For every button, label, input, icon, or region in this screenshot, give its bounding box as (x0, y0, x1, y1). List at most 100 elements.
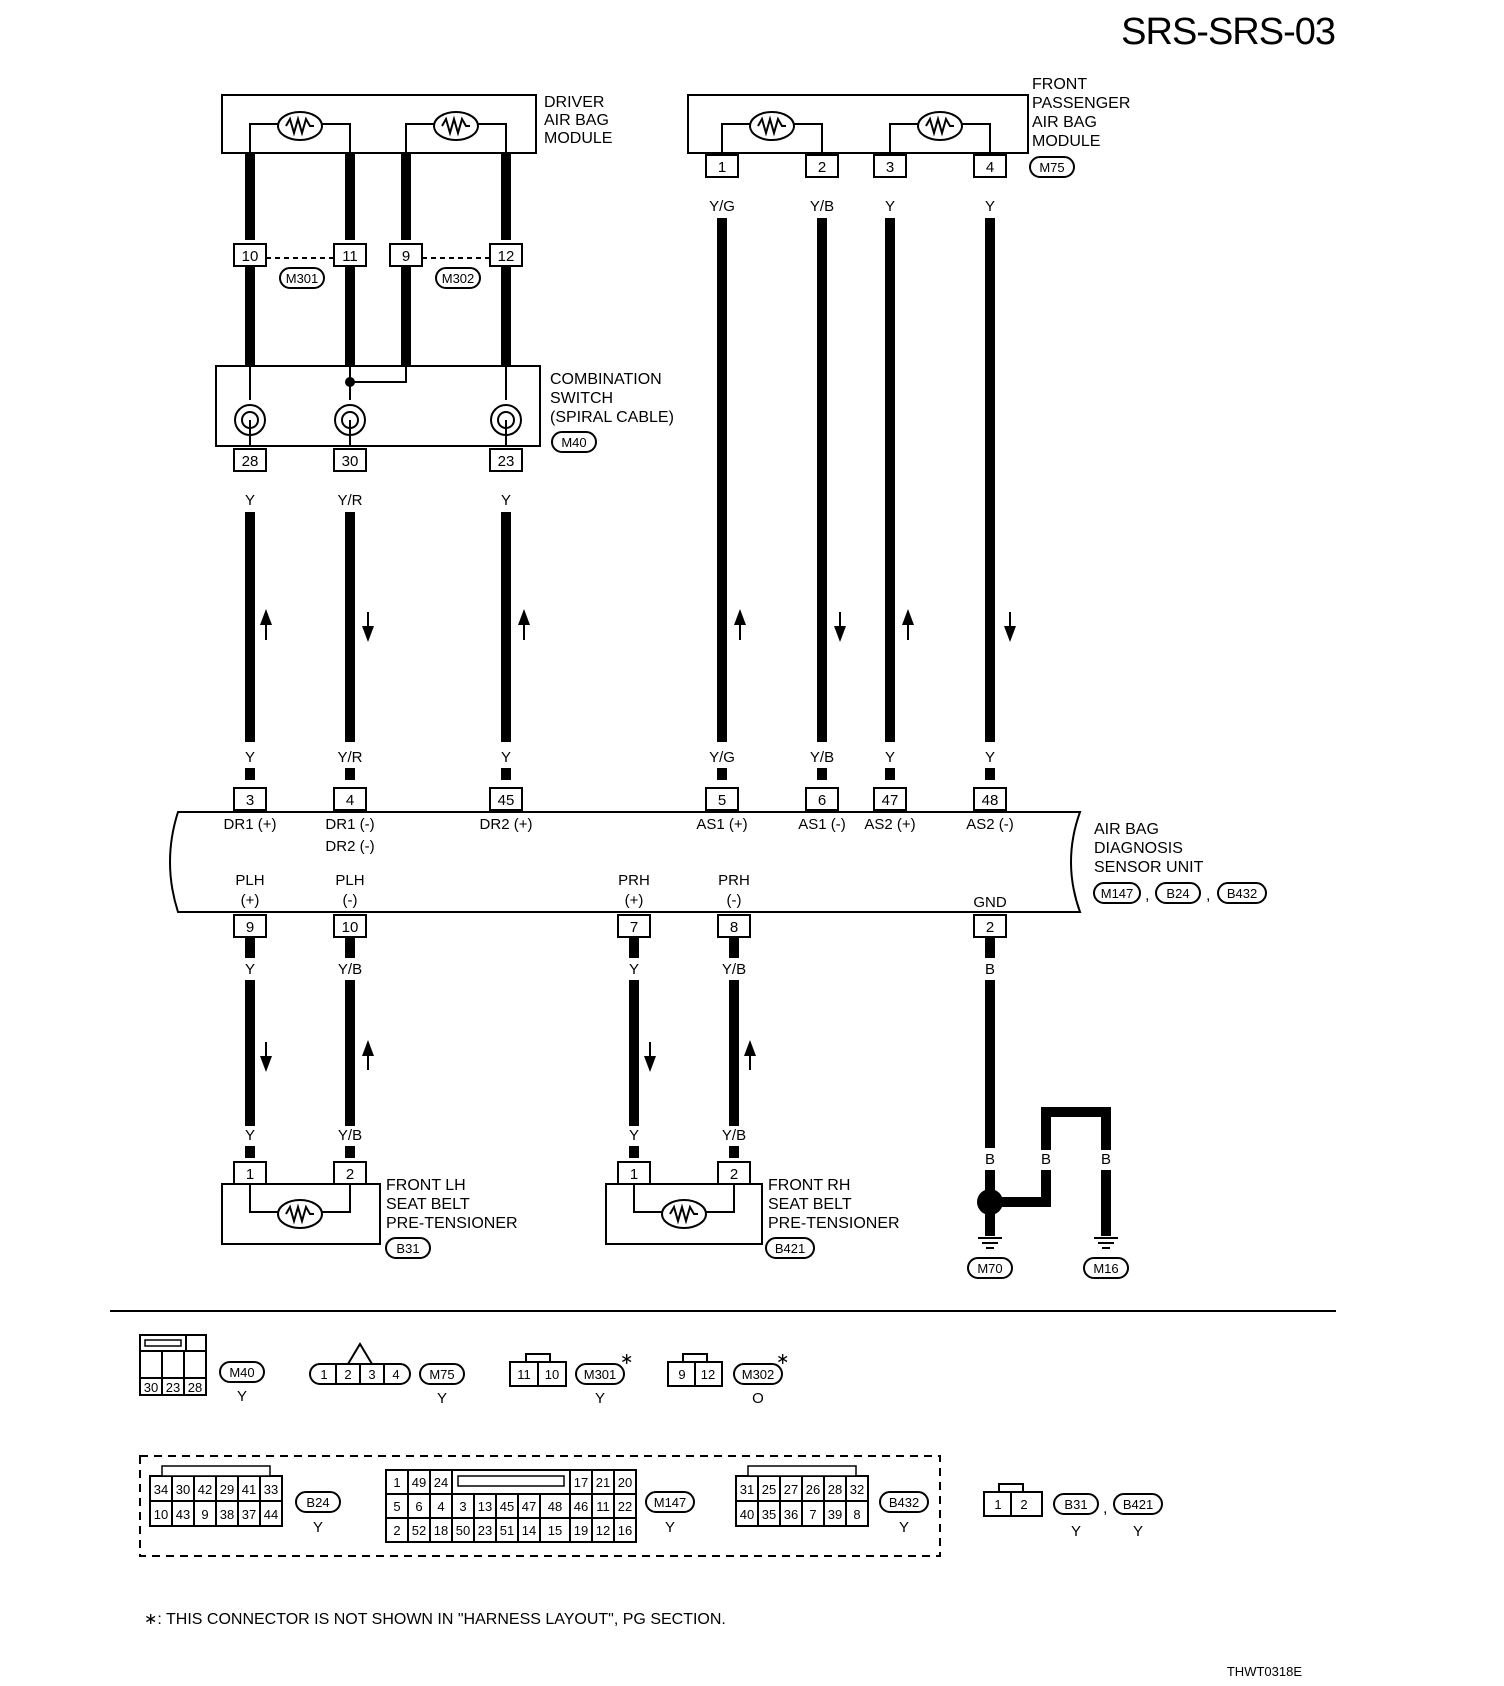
svg-text:B432: B432 (889, 1495, 919, 1510)
spiral-cable-icon (334, 404, 366, 446)
front-lh-pretensioner: 1 2 FRONT LH SEAT BELT PRE-TENSIONER B31 (221, 1161, 518, 1259)
svg-text:Y: Y (899, 1519, 909, 1536)
svg-text:M301: M301 (286, 271, 319, 286)
svg-text:44: 44 (264, 1507, 278, 1522)
svg-text:9: 9 (402, 248, 410, 265)
connector-id-b421: B421 (775, 1241, 805, 1256)
svg-text:37: 37 (242, 1507, 256, 1522)
svg-text:B: B (985, 1151, 995, 1168)
svg-text:1: 1 (630, 1166, 638, 1183)
svg-text:Y: Y (501, 749, 511, 766)
passenger-airbag-label-1: FRONT (1032, 76, 1087, 93)
sensor-top-pins: 3 4 45 5 6 47 48 DR1 (+) DR1 (-) DR2 (-)… (224, 787, 1014, 855)
star-mark: ∗ (620, 1351, 633, 1368)
svg-text:12: 12 (498, 248, 515, 265)
spiral-pins: 28 30 23 Y Y/R Y (233, 448, 523, 509)
connector-id-m40: M40 (561, 435, 586, 450)
svg-text:1: 1 (393, 1475, 400, 1490)
svg-text:Y/B: Y/B (722, 961, 746, 978)
svg-text:9: 9 (678, 1367, 685, 1382)
svg-text:GND: GND (973, 894, 1007, 911)
svg-text:,: , (1206, 887, 1210, 904)
svg-text:28: 28 (828, 1482, 842, 1497)
connector-m302-pin-9: 9 (389, 243, 423, 267)
svg-text:Y: Y (629, 961, 639, 978)
svg-text:47: 47 (882, 792, 899, 809)
svg-text:30: 30 (176, 1482, 190, 1497)
squib-icon (661, 1199, 707, 1229)
squib-icon (917, 111, 963, 141)
legend-m40: 30 23 28 M40 Y (139, 1334, 265, 1405)
svg-text:52: 52 (412, 1523, 426, 1538)
svg-text:10: 10 (242, 248, 259, 265)
svg-text:3: 3 (886, 159, 894, 176)
svg-text:M302: M302 (742, 1367, 775, 1382)
svg-text:6: 6 (818, 792, 826, 809)
legend-b24: 34 30 42 29 41 33 10 43 9 38 37 44 B24 Y (149, 1465, 341, 1536)
svg-text:18: 18 (434, 1523, 448, 1538)
lh-pretensioner-label-3: PRE-TENSIONER (386, 1215, 518, 1232)
figure-code: THWT0318E (1227, 1664, 1302, 1679)
svg-text:(-): (-) (343, 892, 358, 909)
svg-text:21: 21 (596, 1475, 610, 1490)
driver-airbag-label-3: MODULE (544, 130, 612, 147)
svg-text:1: 1 (994, 1497, 1001, 1512)
svg-text:2: 2 (1020, 1497, 1027, 1512)
svg-text:AS2 (-): AS2 (-) (966, 816, 1014, 833)
svg-text:Y/B: Y/B (338, 961, 362, 978)
legend-m301: 11 10 M301 ∗ Y (509, 1351, 633, 1407)
connector-id-b24: B24 (1166, 886, 1189, 901)
rh-pretensioner-label-3: PRE-TENSIONER (768, 1215, 900, 1232)
svg-text:13: 13 (478, 1499, 492, 1514)
svg-text:AS2 (+): AS2 (+) (864, 816, 915, 833)
svg-text:14: 14 (522, 1523, 536, 1538)
svg-text:4: 4 (346, 792, 354, 809)
svg-text:26: 26 (806, 1482, 820, 1497)
svg-text:22: 22 (618, 1499, 632, 1514)
svg-text:2: 2 (346, 1166, 354, 1183)
svg-text:Y: Y (245, 961, 255, 978)
svg-text:Y/G: Y/G (709, 749, 735, 766)
svg-text:47: 47 (522, 1499, 536, 1514)
svg-text:PLH: PLH (235, 872, 264, 889)
svg-text:40: 40 (740, 1507, 754, 1522)
svg-text:29: 29 (220, 1482, 234, 1497)
connector-id-m75: M75 (1039, 160, 1064, 175)
svg-text:8: 8 (853, 1507, 860, 1522)
svg-text:Y: Y (985, 198, 995, 215)
svg-text:Y: Y (629, 1127, 639, 1144)
connector-id-m16: M16 (1093, 1261, 1118, 1276)
svg-text:48: 48 (548, 1499, 562, 1514)
svg-text:34: 34 (154, 1482, 168, 1497)
svg-text:15: 15 (548, 1523, 562, 1538)
svg-text:10: 10 (154, 1507, 168, 1522)
passenger-airbag-label-4: MODULE (1032, 133, 1100, 150)
pretensioner-wire-colors: Y Y/B Y Y/B (245, 1127, 746, 1144)
svg-text:,: , (1103, 1500, 1107, 1517)
svg-text:48: 48 (982, 792, 999, 809)
svg-text:Y: Y (245, 492, 255, 509)
svg-text:35: 35 (762, 1507, 776, 1522)
front-rh-pretensioner: 1 2 FRONT RH SEAT BELT PRE-TENSIONER B42… (605, 1161, 900, 1259)
svg-text:Y/B: Y/B (810, 749, 834, 766)
lh-pretensioner-label-2: SEAT BELT (386, 1196, 470, 1213)
sensor-bottom-pin-names: PLH (+) PLH (-) PRH (+) PRH (-) GND (235, 872, 1006, 911)
sensor-unit: AIR BAG DIAGNOSIS SENSOR UNIT M147 , B24… (169, 811, 1267, 913)
svg-text:Y: Y (245, 1127, 255, 1144)
svg-text:Y/B: Y/B (338, 1127, 362, 1144)
svg-text:B: B (1041, 1151, 1051, 1168)
svg-text:2: 2 (344, 1367, 351, 1382)
svg-text:50: 50 (456, 1523, 470, 1538)
svg-text:12: 12 (701, 1367, 715, 1382)
svg-text:31: 31 (740, 1482, 754, 1497)
svg-text:42: 42 (198, 1482, 212, 1497)
svg-text:Y: Y (1071, 1523, 1081, 1540)
svg-text:45: 45 (498, 792, 515, 809)
svg-text:4: 4 (437, 1499, 444, 1514)
svg-text:Y: Y (985, 749, 995, 766)
squib-icon (277, 1199, 323, 1229)
svg-text:28: 28 (188, 1380, 202, 1395)
svg-text:DR1 (+): DR1 (+) (224, 816, 277, 833)
svg-text:2: 2 (818, 159, 826, 176)
svg-text:28: 28 (242, 453, 259, 470)
